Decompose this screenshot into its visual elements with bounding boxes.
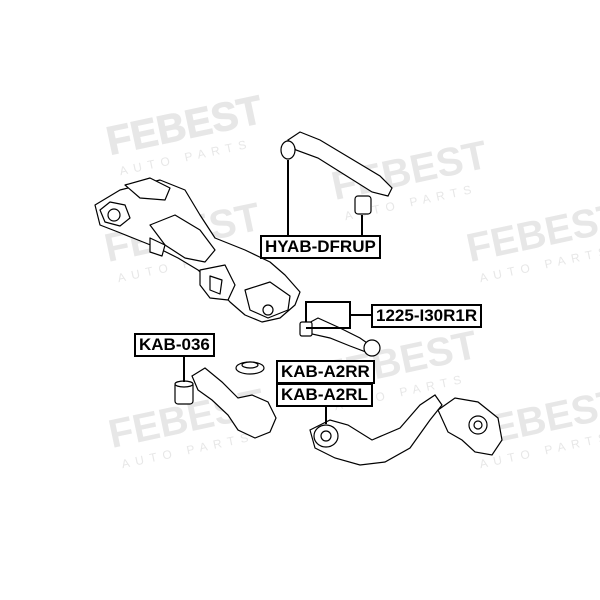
watermark-mid-right: FEBEST AUTO PARTS <box>463 195 600 285</box>
label-kab-036: KAB-036 <box>134 333 215 357</box>
label-kab-a2rr: KAB-A2RR <box>276 360 375 384</box>
label-kab-a2rl: KAB-A2RL <box>276 383 373 407</box>
label-hyab-dfrup: HYAB-DFRUP <box>260 235 381 259</box>
lower-control-arm-drawing <box>309 394 443 466</box>
watermark-layer: FEBEST AUTO PARTS FEBEST AUTO PARTS FEBE… <box>101 87 600 471</box>
leader-1225-bracket <box>305 301 351 329</box>
leader-lines <box>183 160 372 424</box>
lateral-link-drawing <box>299 317 381 357</box>
bushing-kab036-drawing <box>174 380 194 405</box>
upper-arm-drawing <box>280 131 393 215</box>
watermark-top-left: FEBEST AUTO PARTS <box>102 87 266 178</box>
trailing-arm-drawing <box>191 361 277 439</box>
knuckle-drawing <box>437 397 503 456</box>
subframe-drawing <box>94 177 301 323</box>
label-1225-i30r1r: 1225-I30R1R <box>371 304 483 328</box>
